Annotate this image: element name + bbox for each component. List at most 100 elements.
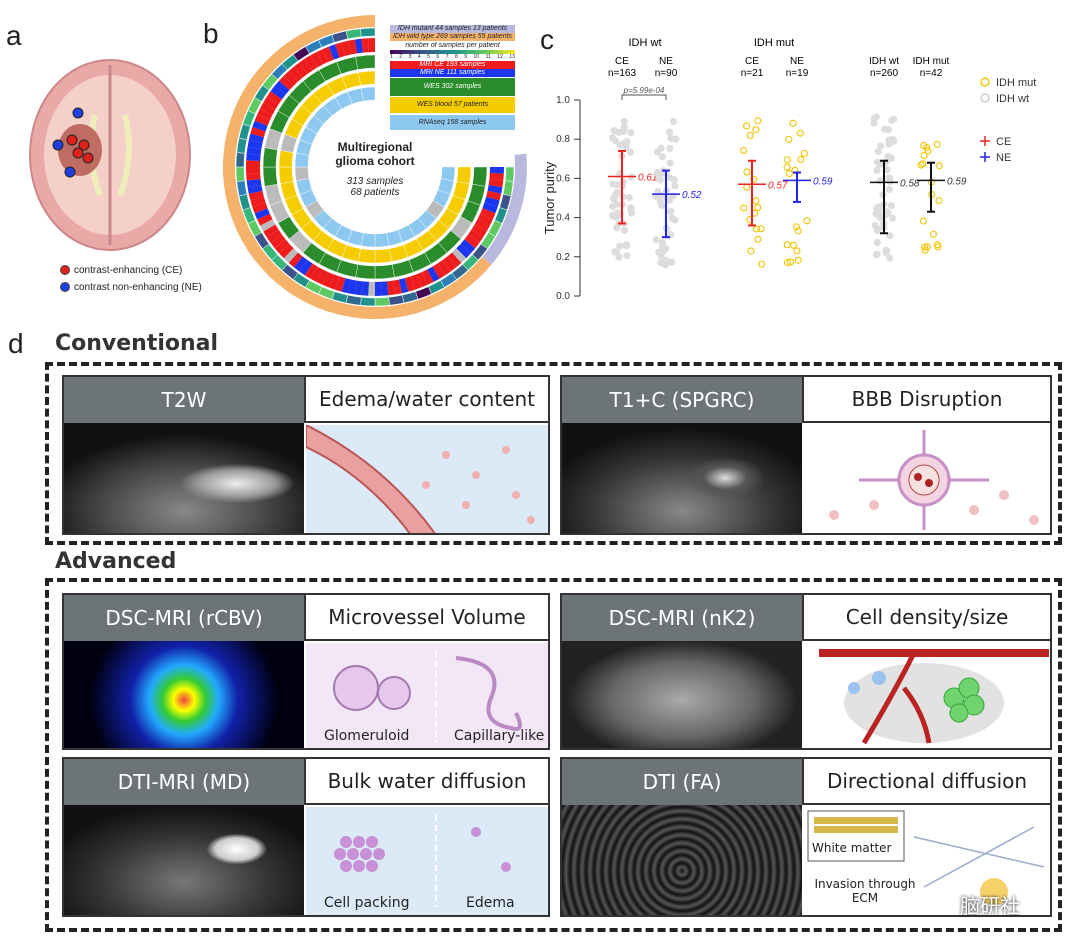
- group-name: NE: [790, 56, 804, 67]
- data-point: [757, 225, 765, 233]
- data-point: [920, 151, 928, 160]
- scale-tick: 8: [454, 54, 458, 60]
- data-point: [626, 148, 635, 156]
- ring-data-segment-0: [355, 54, 376, 70]
- data-point: [921, 246, 929, 254]
- ring-mri-segment: [246, 153, 261, 161]
- data-point: [743, 183, 751, 191]
- data-point: [740, 146, 748, 155]
- ring-mri-segment: [427, 266, 440, 282]
- ring-mri-segment: [293, 256, 308, 272]
- ring-data-segment-1: [278, 150, 294, 168]
- y-tick-label: 0.6: [556, 173, 570, 184]
- microvessel-illustration: Glomeruloid Capillary-like: [306, 643, 548, 748]
- mri-label: DSC-MRI (nK2): [562, 595, 802, 641]
- ring-data-segment-1: [456, 166, 472, 184]
- mri-image: [64, 423, 304, 533]
- ring-mri-segment: [299, 58, 313, 74]
- data-point: [919, 217, 928, 225]
- ring-mri-segment: [252, 120, 268, 132]
- ring-mri-segment: [471, 224, 487, 238]
- mri-image: [64, 805, 304, 915]
- legend-label: CE: [996, 136, 1011, 148]
- bbb-illustration: [804, 425, 1050, 533]
- data-point: [623, 252, 631, 260]
- data-point: [876, 177, 884, 185]
- data-point: [662, 256, 670, 264]
- y-tick-label: 0.0: [556, 291, 570, 302]
- data-point: [873, 166, 881, 175]
- ring-idh-mut: [482, 153, 527, 265]
- card-title: BBB Disruption: [802, 377, 1050, 423]
- data-point: [611, 248, 619, 256]
- ring-data-segment-1: [358, 248, 376, 264]
- ring-mri-segment: [247, 140, 263, 149]
- caption-glomeruloid: Glomeruloid: [324, 728, 410, 744]
- data-point: [666, 159, 674, 167]
- conventional-box: [45, 362, 1062, 545]
- scale-tick: 10: [473, 54, 480, 60]
- group-title-idh-mut: IDH mut: [754, 37, 794, 49]
- ring-mri-segment: [468, 229, 484, 243]
- ring-mri-segment: [316, 49, 329, 65]
- ring-mri-segment: [410, 274, 422, 290]
- ring-mri-segment: [274, 80, 290, 95]
- panel-label-a: a: [6, 20, 22, 51]
- ring-mri-segment: [246, 146, 262, 155]
- ring-mri-segment: [293, 62, 308, 78]
- caption-capillary: Capillary-like: [454, 728, 545, 744]
- card-md: DTI-MRI (MD) Bulk water diffusion Cell p…: [62, 757, 550, 917]
- data-point: [627, 209, 636, 217]
- data-point: [666, 144, 674, 153]
- caption-invasion-ecm: Invasion through ECM: [814, 877, 916, 905]
- group-n: n=21: [741, 68, 764, 79]
- scale-tick: 13: [509, 54, 515, 60]
- ring-data-segment-1: [358, 70, 376, 86]
- ce-dot-icon: [60, 265, 70, 276]
- ring-mri-segment: [299, 260, 313, 276]
- card-title: Edema/water content: [304, 377, 548, 423]
- data-point: [803, 217, 811, 225]
- legend-marker-icon: [980, 93, 990, 103]
- y-axis-label: Tumor purity: [542, 161, 557, 234]
- data-point: [792, 223, 801, 231]
- data-point: [671, 182, 679, 190]
- data-point: [789, 241, 798, 249]
- data-point: [885, 185, 893, 194]
- data-point: [740, 204, 748, 212]
- group-name: IDH mut: [913, 56, 950, 67]
- caption-edema: Edema: [466, 895, 515, 911]
- ring-mri-segment: [381, 281, 389, 296]
- group-n: n=42: [920, 68, 943, 79]
- data-point: [616, 242, 624, 250]
- ring-count-segment: [360, 297, 376, 307]
- ring-mri-segment: [322, 46, 334, 62]
- ring-data-segment-0: [472, 166, 488, 187]
- data-point: [871, 221, 879, 229]
- ring-mri-segment: [464, 234, 480, 249]
- legend-plus-icon: [980, 136, 990, 146]
- mean-label: 0.59: [947, 176, 967, 187]
- data-point: [653, 148, 661, 156]
- pvalue-label: p=5.99e-04: [623, 86, 665, 95]
- data-point: [884, 126, 893, 134]
- ring-count-segment: [505, 166, 515, 182]
- legend-wes-blood: WES blood 57 patients: [390, 97, 515, 113]
- ring-mri-segment: [246, 160, 261, 167]
- ring-mri-segment: [437, 260, 451, 276]
- ring-mri-segment: [310, 52, 323, 68]
- ring-mri-segment: [335, 276, 346, 292]
- group-n: n=260: [870, 68, 899, 79]
- ring-mri-segment: [456, 244, 471, 259]
- data-point: [746, 131, 754, 140]
- card-title: Cell density/size: [802, 595, 1050, 641]
- mean-label: 0.59: [813, 176, 833, 187]
- data-point: [615, 253, 623, 261]
- y-tick-label: 0.4: [556, 213, 570, 224]
- ring-count-segment: [235, 152, 245, 168]
- data-point: [873, 238, 881, 247]
- cohort-samples: 313 samples: [346, 176, 404, 187]
- ring-count-segment: [345, 28, 362, 40]
- scale-tick: 2: [399, 54, 403, 60]
- mri-image: [562, 641, 802, 748]
